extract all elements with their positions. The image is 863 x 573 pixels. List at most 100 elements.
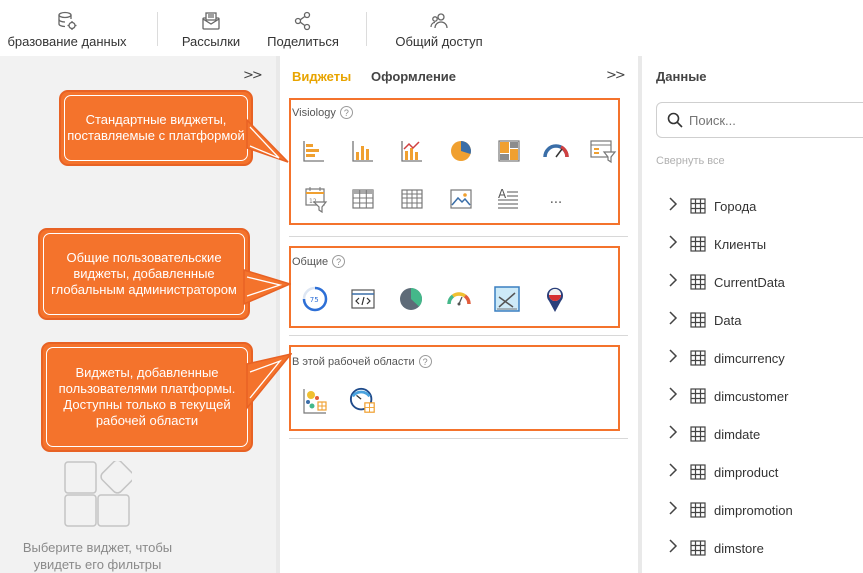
pivot-table-icon[interactable] [398,185,426,213]
more-icon[interactable]: ... [549,191,563,207]
search-input[interactable] [689,112,849,128]
speedometer-icon[interactable] [445,285,473,313]
table-icon [690,502,706,518]
map-pin-icon[interactable] [541,285,569,313]
progress-ring-icon[interactable]: 75 [301,285,329,313]
toolbar-label: Общий доступ [395,34,483,49]
placeholder-text: Выберите виджет, чтобы увидеть его фильт… [22,540,173,572]
group-divider [289,236,628,237]
table-icon [690,198,706,214]
bar-chart-icon[interactable] [349,137,377,165]
mailing-button[interactable]: Рассылки [175,0,247,56]
donut-chart-icon[interactable] [397,285,425,313]
table-filter-icon[interactable] [589,137,617,165]
callout-tail [246,118,289,163]
table-row[interactable]: Города [668,195,756,217]
date-filter-icon[interactable]: 12 [302,185,330,213]
image-widget-icon[interactable] [493,285,521,313]
treemap-icon[interactable] [495,137,523,165]
table-icon [690,274,706,290]
bar-line-chart-icon[interactable] [398,137,426,165]
widgets-panel: Виджеты Оформление >> Visiology ? 12 A [280,56,638,573]
clock-gauge-icon[interactable] [349,387,377,415]
chevron-right-icon[interactable] [668,197,684,215]
chevron-right-icon[interactable] [668,273,684,291]
bubble-chart-icon[interactable] [301,387,329,415]
mail-icon [200,10,222,32]
table-name: dimdate [714,426,761,442]
progress-value: 75 [310,296,319,304]
table-row[interactable]: dimcustomer [668,385,788,407]
tab-design[interactable]: Оформление [371,69,457,84]
toolbar-label: Рассылки [181,34,241,49]
toolbar-separator [366,12,367,46]
chevron-right-icon[interactable] [668,349,684,367]
chevron-right-icon[interactable] [668,387,684,405]
pie-chart-icon[interactable] [447,137,475,165]
mid-collapse-button[interactable]: >> [606,68,626,83]
callout-text: Стандартные виджеты, поставляемые с плат… [67,112,245,143]
text-icon[interactable]: A [494,185,522,213]
collapse-all-link[interactable]: Свернуть все [656,155,725,167]
table-icon [690,236,706,252]
table-name: Клиенты [714,236,767,252]
table-name: Data [714,312,742,328]
horizontal-bar-chart-icon[interactable] [300,137,328,165]
table-name: dimstore [714,540,764,556]
html-widget-icon[interactable] [349,285,377,313]
chevron-right-icon[interactable] [668,235,684,253]
table-name: CurrentData [714,274,785,290]
table-icon [690,312,706,328]
workspace-widgets-group [289,345,620,431]
top-toolbar: бразование данных Рассылки Поделиться [0,0,863,56]
table-name: dimpromotion [714,502,793,518]
table-row[interactable]: dimcurrency [668,347,785,369]
callout-text: Виджеты, добавленные пользователями плат… [58,365,236,428]
toolbar-label: бразование данных [7,34,127,49]
group-title-text: Общие [292,255,329,268]
table-name: Города [714,198,757,214]
group-title-visiology: Visiology ? [292,106,353,119]
table-row[interactable]: dimproduct [668,461,778,483]
table-icon [690,350,706,366]
table-row[interactable]: Клиенты [668,233,766,255]
shared-access-button[interactable]: Общий доступ [384,0,494,56]
tab-widgets[interactable]: Виджеты [292,69,352,84]
table-row[interactable]: dimpromotion [668,499,793,521]
table-row[interactable]: CurrentData [668,271,785,293]
table-icon[interactable] [349,185,377,213]
chevron-right-icon[interactable] [668,425,684,443]
chevron-right-icon[interactable] [668,539,684,557]
group-title-common: Общие ? [292,255,346,268]
chevron-right-icon[interactable] [668,311,684,329]
table-name: dimcustomer [714,388,789,404]
toolbar-separator [157,12,158,46]
panel-splitter[interactable] [276,56,280,573]
share-button[interactable]: Поделиться [258,0,348,56]
chevron-right-icon[interactable] [668,463,684,481]
panel-splitter[interactable] [638,56,642,573]
image-icon[interactable] [447,185,475,213]
table-row[interactable]: dimstore [668,537,764,559]
group-title-text: В этой рабочей области [292,355,415,368]
gauge-icon[interactable] [542,137,570,165]
table-row[interactable]: Data [668,309,741,331]
database-gear-icon [56,10,78,32]
group-divider [289,335,628,336]
table-name: dimcurrency [714,350,785,366]
data-transform-button[interactable]: бразование данных [0,0,136,56]
common-widgets-group [289,246,620,328]
help-icon[interactable]: ? [418,355,432,368]
visiology-widgets-group [289,98,620,225]
group-divider [289,438,628,439]
help-icon[interactable]: ? [339,106,353,119]
left-collapse-button[interactable]: >> [243,68,263,83]
callout-standard-widgets: Стандартные виджеты, поставляемые с плат… [59,90,253,166]
table-icon [690,464,706,480]
table-row[interactable]: dimdate [668,423,760,445]
svg-text:A: A [498,187,507,201]
help-icon[interactable]: ? [332,255,346,268]
search-box[interactable] [656,102,863,138]
chevron-right-icon[interactable] [668,501,684,519]
widget-placeholder-icon [64,459,135,531]
